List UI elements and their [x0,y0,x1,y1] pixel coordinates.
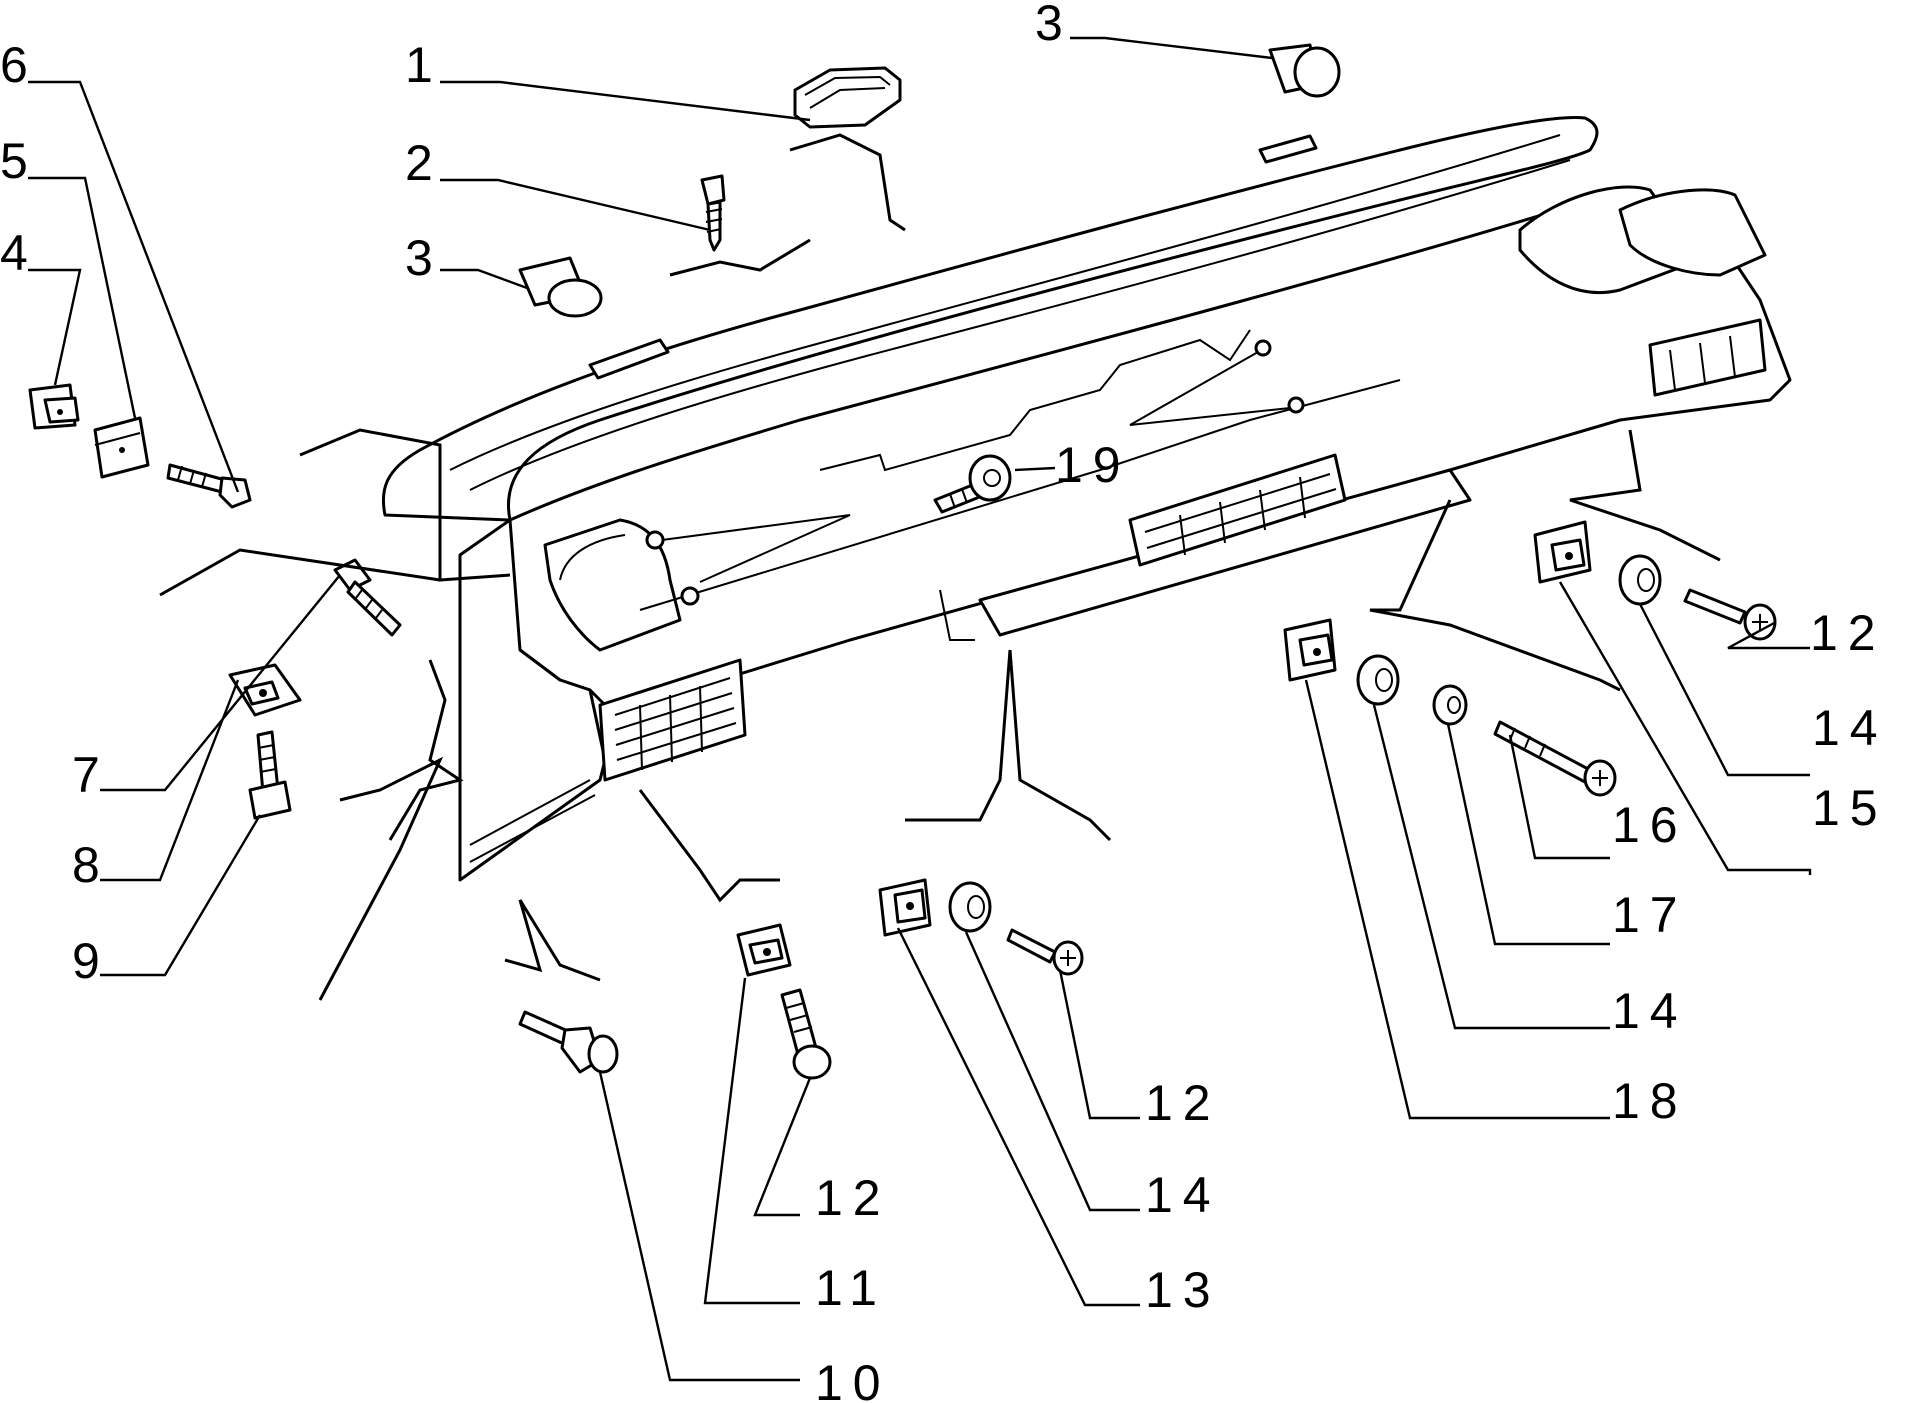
label-part-14-right-center: 14 [1612,983,1688,1039]
break-lines [159,133,1721,1001]
label-part-4: 4 [0,225,38,281]
part-9-bolt [248,730,292,820]
part-2-screw [700,174,726,252]
part-13-clip [878,878,932,937]
part-8-nut-clip [228,663,302,717]
label-part-19: 19 [1055,437,1131,493]
part-16-screw [1493,720,1617,797]
part-12-screw-right [1683,588,1777,641]
part-17-washer [1432,684,1468,726]
part-12-screw-center [1006,928,1084,976]
label-part-10: 10 [815,1355,891,1403]
label-part-15: 15 [1812,780,1888,836]
label-part-17: 17 [1612,887,1688,943]
label-part-14-center: 14 [1145,1167,1221,1223]
label-part-13: 13 [1145,1262,1221,1318]
label-part-18: 18 [1612,1073,1688,1129]
part-14-grommet-right-center [1356,654,1400,706]
label-part-1: 1 [405,37,443,93]
dashboard-panel [381,116,1792,882]
part-7-bolt [333,558,402,637]
part-18-clip [1283,618,1337,682]
label-part-7: 7 [72,747,110,803]
part-6-screw [166,463,252,509]
label-part-3-left: 3 [405,230,443,286]
leader-lines [28,36,1812,1382]
part-11-nut-clip [736,923,792,977]
part-3-plug-right [1268,43,1341,98]
part-14-grommet-right [1618,554,1662,606]
label-part-11: 11 [815,1260,887,1316]
part-15-clip [1533,520,1592,584]
label-part-9: 9 [72,933,110,989]
part-1-vent-grille [793,66,902,129]
part-19-screw [933,454,1012,514]
label-part-12-right: 12 [1810,605,1886,661]
label-part-14-right: 14 [1812,700,1888,756]
part-3-plug-left [518,256,603,318]
label-part-5: 5 [0,133,38,189]
part-14-grommet-center [948,881,992,933]
part-10-bolt [518,1010,619,1074]
part-12-screw-lower [780,988,832,1080]
part-5-speed-nut [93,416,150,479]
label-part-6: 6 [0,37,38,93]
label-part-12-lower: 12 [815,1170,891,1226]
label-part-12-center: 12 [1145,1075,1221,1131]
part-4-clip [28,383,80,430]
label-part-2: 2 [405,135,443,191]
label-part-8: 8 [72,837,110,893]
label-part-16: 16 [1612,797,1688,853]
label-part-3-top: 3 [1035,0,1073,51]
